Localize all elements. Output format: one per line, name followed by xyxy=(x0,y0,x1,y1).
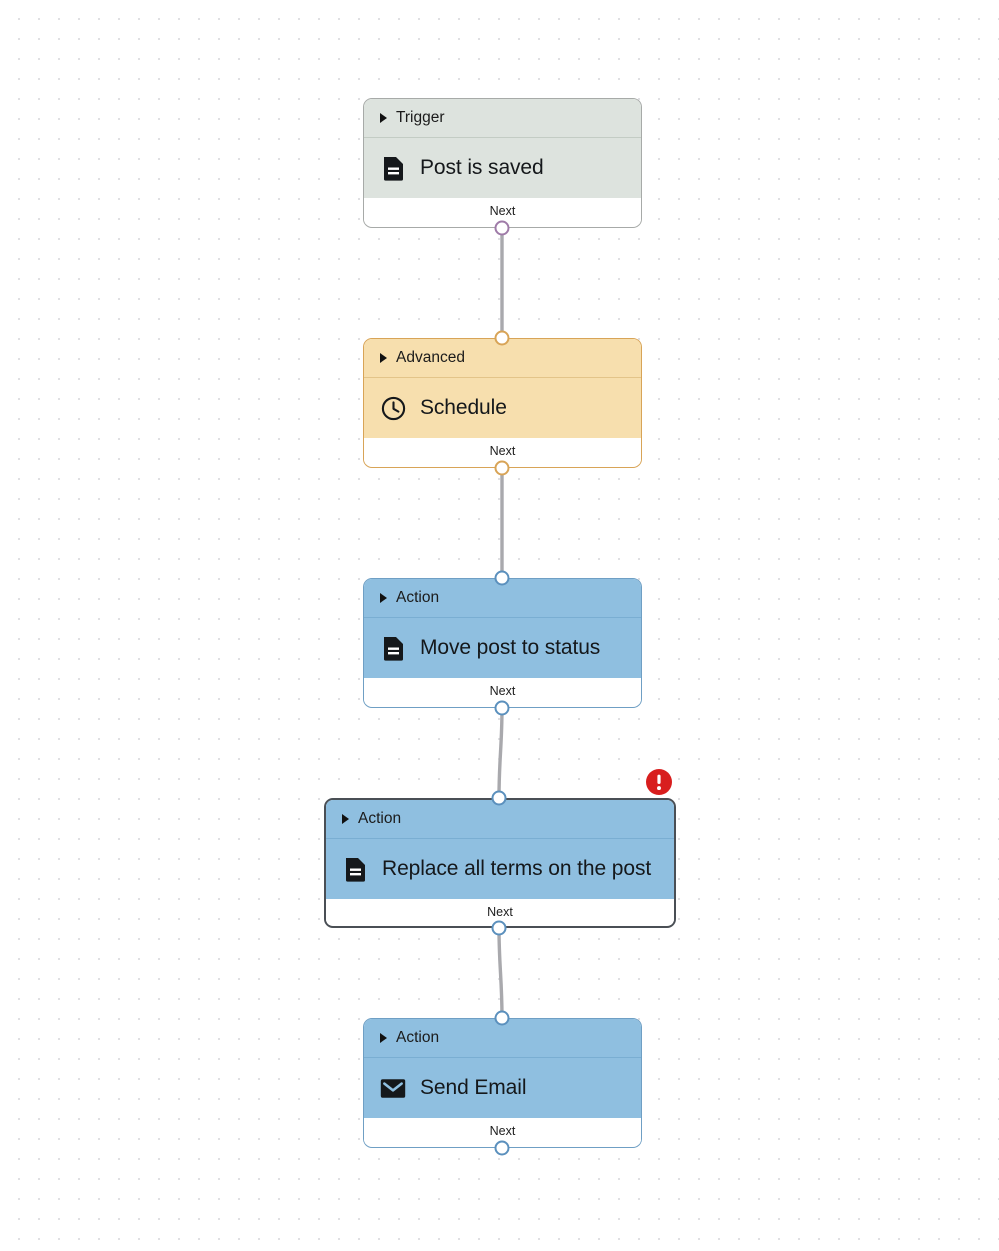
chevron-right-icon[interactable] xyxy=(342,814,349,824)
node-header[interactable]: Trigger xyxy=(364,99,641,138)
node-kind-label: Action xyxy=(396,1029,440,1046)
node-error-badge[interactable] xyxy=(646,769,672,795)
node-footer-label: Next xyxy=(489,204,516,218)
chevron-right-icon[interactable] xyxy=(380,113,387,123)
node-title: Move post to status xyxy=(420,636,601,659)
edge-action2-to-action3 xyxy=(497,926,504,1020)
node-header[interactable]: Action xyxy=(326,800,674,839)
node-footer-next[interactable]: Next xyxy=(364,198,641,224)
node-header[interactable]: Action xyxy=(364,579,641,618)
node-header[interactable]: Action xyxy=(364,1019,641,1058)
document-icon xyxy=(380,635,406,661)
error-exclamation-icon xyxy=(657,774,661,791)
node-header[interactable]: Advanced xyxy=(364,339,641,378)
output-port-action-move-post-to-status[interactable] xyxy=(494,700,510,716)
node-title: Post is saved xyxy=(420,156,544,179)
node-trigger-post-is-saved[interactable]: Trigger Post is saved Next xyxy=(363,98,642,228)
chevron-right-icon[interactable] xyxy=(380,1033,387,1043)
chevron-right-icon[interactable] xyxy=(380,593,387,603)
chevron-right-icon[interactable] xyxy=(380,353,387,363)
node-kind-label: Advanced xyxy=(396,349,465,366)
node-footer-next[interactable]: Next xyxy=(364,1118,641,1144)
node-footer-label: Next xyxy=(489,1124,516,1138)
node-body[interactable]: Move post to status xyxy=(364,618,641,678)
output-port-trigger-post-is-saved[interactable] xyxy=(494,220,510,236)
node-body[interactable]: Send Email xyxy=(364,1058,641,1118)
node-title: Replace all terms on the post xyxy=(382,857,652,880)
node-body[interactable]: Schedule xyxy=(364,378,641,438)
node-action-move-post-to-status[interactable]: Action Move post to status Next xyxy=(363,578,642,708)
node-title: Schedule xyxy=(420,396,507,419)
input-port-action-send-email[interactable] xyxy=(494,1010,510,1026)
output-port-action-send-email[interactable] xyxy=(494,1140,510,1156)
node-footer-next[interactable]: Next xyxy=(364,678,641,704)
input-port-action-move-post-to-status[interactable] xyxy=(494,570,510,586)
edge-action1-to-action2 xyxy=(497,706,504,800)
node-title: Send Email xyxy=(420,1076,527,1099)
node-body[interactable]: Replace all terms on the post xyxy=(326,839,674,899)
node-body[interactable]: Post is saved xyxy=(364,138,641,198)
node-action-replace-all-terms[interactable]: Action Replace all terms on the post Nex… xyxy=(324,798,676,928)
node-advanced-schedule[interactable]: Advanced Schedule Next xyxy=(363,338,642,468)
document-icon xyxy=(380,155,406,181)
node-kind-label: Action xyxy=(358,810,402,827)
node-kind-label: Action xyxy=(396,589,440,606)
node-action-send-email[interactable]: Action Send Email Next xyxy=(363,1018,642,1148)
node-footer-next[interactable]: Next xyxy=(364,438,641,464)
input-port-action-replace-all-terms[interactable] xyxy=(491,790,507,806)
node-footer-label: Next xyxy=(487,905,513,919)
output-port-action-replace-all-terms[interactable] xyxy=(491,920,507,936)
node-footer-label: Next xyxy=(489,444,516,458)
clock-icon xyxy=(380,395,406,421)
output-port-advanced-schedule[interactable] xyxy=(494,460,510,476)
node-footer-label: Next xyxy=(489,684,516,698)
envelope-icon xyxy=(380,1075,406,1101)
document-icon xyxy=(342,856,368,882)
node-kind-label: Trigger xyxy=(396,109,445,126)
input-port-advanced-schedule[interactable] xyxy=(494,330,510,346)
